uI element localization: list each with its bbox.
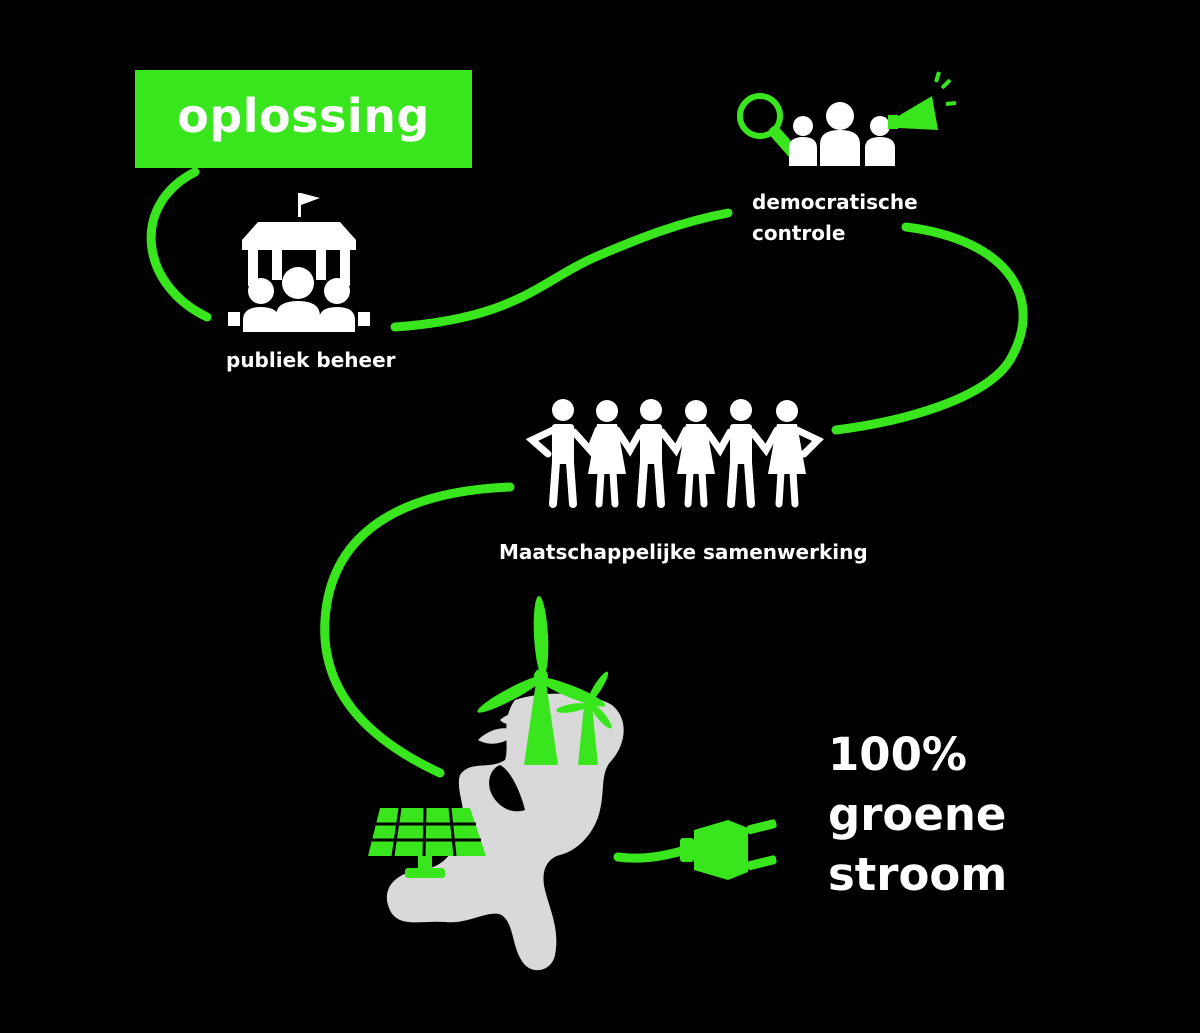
democratische-controle-line1: democratische bbox=[752, 190, 918, 214]
title-box: oplossing bbox=[135, 70, 472, 168]
page-title: oplossing bbox=[177, 89, 430, 143]
connector-plug-cable bbox=[613, 846, 687, 863]
title-box-bg bbox=[135, 70, 472, 168]
megaphone-icon bbox=[888, 71, 957, 130]
democratische-controle-line2: controle bbox=[752, 221, 846, 245]
groene-stroom-line1: 100% bbox=[828, 728, 968, 781]
connector-maatschappelijke-to-groene bbox=[320, 482, 515, 778]
groene-stroom-line3: stroom bbox=[828, 848, 1008, 901]
people-group-icon bbox=[789, 102, 895, 166]
connector-democratische-to-maatschappelijke bbox=[831, 222, 1028, 435]
connector-lines bbox=[146, 167, 1028, 863]
maatschappelijke-samenwerking-label: Maatschappelijke samenwerking bbox=[499, 540, 868, 564]
power-plug-icon bbox=[680, 819, 777, 880]
magnifier-icon bbox=[737, 93, 803, 163]
ijsselmeer-shape bbox=[489, 765, 525, 812]
people-holding-hands-icon bbox=[525, 399, 824, 508]
connector-title-to-publiek bbox=[146, 167, 212, 322]
netherlands-map-icon bbox=[386, 693, 624, 971]
solar-panel-grid bbox=[372, 807, 481, 857]
town-hall-with-people-icon bbox=[228, 193, 370, 332]
democratische-controle-label: democratische controle bbox=[752, 187, 918, 249]
wind-turbine-icon bbox=[477, 596, 612, 765]
groene-stroom-line2: groene bbox=[828, 788, 1007, 841]
publiek-beheer-label: publiek beheer bbox=[226, 348, 396, 372]
groene-stroom-label: 100% groene stroom bbox=[828, 725, 1007, 905]
connector-publiek-to-democratische bbox=[390, 208, 733, 332]
